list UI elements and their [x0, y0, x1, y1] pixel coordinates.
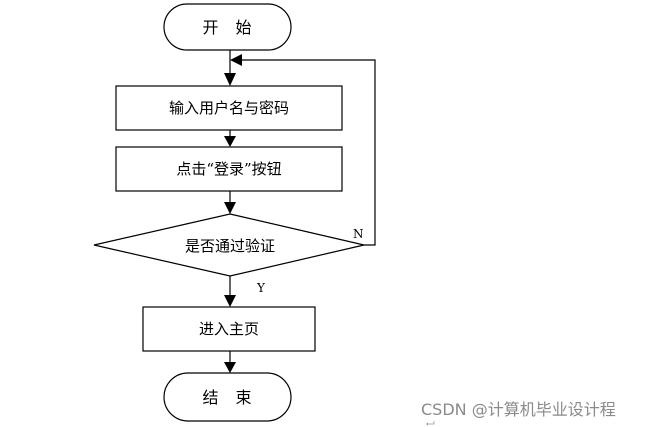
node-click-login: 点击“登录”按钮: [115, 146, 343, 192]
node-start: 开 始: [163, 3, 292, 51]
return-mark-icon: [426, 421, 435, 426]
start-label: 开 始: [202, 18, 257, 37]
verify-decision-label: 是否通过验证: [185, 237, 275, 255]
end-label: 结 束: [202, 388, 257, 407]
edge-start-to-input: [224, 50, 236, 86]
node-input-credentials: 输入用户名与密码: [115, 85, 343, 131]
edge-start-to-input-arrow: [224, 73, 236, 86]
edge-verify-yes-arrow: [224, 295, 236, 307]
enter-home-box: [142, 306, 316, 352]
edge-verify-no-loop-arrow: [230, 54, 242, 66]
edge-home-to-end-arrow: [224, 362, 236, 373]
input-credentials-label: 输入用户名与密码: [169, 99, 289, 117]
end-terminator-shape: [163, 372, 292, 422]
edge-home-to-end: [224, 351, 236, 373]
node-enter-home: 进入主页: [142, 306, 316, 352]
edge-verify-no-label: N: [353, 227, 364, 241]
enter-home-label: 进入主页: [199, 320, 259, 338]
edge-input-to-click-arrow: [224, 136, 236, 147]
start-terminator-shape: [163, 3, 292, 51]
edge-verify-no-loop-line: [240, 59, 376, 246]
input-credentials-box: [115, 85, 343, 131]
edge-verify-yes-label: Y: [256, 281, 266, 295]
node-end: 结 束: [163, 372, 292, 422]
edge-verify-yes: Y: [224, 276, 266, 307]
edge-verify-no-loop: N: [230, 54, 376, 246]
edge-click-to-verify-arrow: [224, 202, 236, 214]
click-login-box: [115, 146, 343, 192]
csdn-watermark: CSDN @计算机毕业设计程: [421, 400, 616, 419]
edge-input-to-click: [224, 130, 236, 147]
node-verify-decision: 是否通过验证: [93, 213, 365, 277]
click-login-label: 点击“登录”按钮: [176, 160, 281, 178]
edge-click-to-verify: [224, 191, 236, 214]
